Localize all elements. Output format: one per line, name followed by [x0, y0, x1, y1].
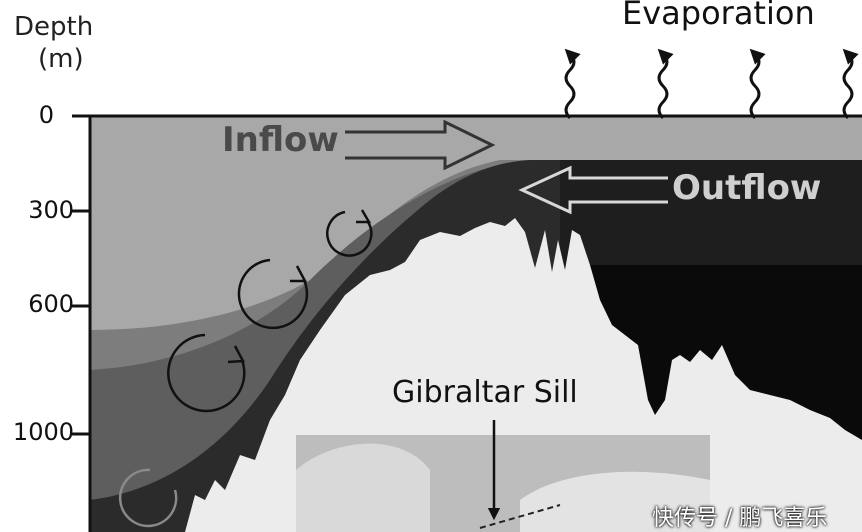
outflow-arrow-icon: [518, 165, 668, 215]
depth-tick-label: 600: [28, 290, 74, 318]
inset-rock-left: [296, 443, 430, 532]
inflow-label: Inflow: [222, 120, 339, 160]
wavy-up-arrow-icon: [564, 48, 581, 120]
eddy-circle-icon: [167, 333, 246, 413]
wavy-up-arrow-icon: [657, 48, 674, 120]
depth-tick-label: 300: [28, 196, 74, 224]
inflow-arrow-icon: [345, 119, 496, 171]
eddy-circle-icon: [326, 209, 373, 257]
outflow-label: Outflow: [672, 168, 822, 208]
watermark-text: 快传号 / 鹏飞喜乐: [652, 506, 828, 531]
depth-axis-unit: (m): [38, 44, 84, 74]
wavy-up-arrow-icon: [842, 48, 859, 120]
eddy-circle-icon: [118, 468, 178, 528]
depth-tick-label: 1000: [12, 418, 74, 446]
depth-tick-label: 0: [38, 101, 54, 129]
inset-rock-right: [520, 471, 710, 532]
inset-dashed-line: [479, 504, 561, 529]
evaporation-label: Evaporation: [622, 0, 815, 32]
gibraltar-sill-label: Gibraltar Sill: [392, 375, 578, 410]
eddy-circle-icon: [237, 258, 309, 330]
wavy-up-arrow-icon: [749, 48, 766, 120]
depth-axis-title: Depth: [14, 12, 94, 42]
